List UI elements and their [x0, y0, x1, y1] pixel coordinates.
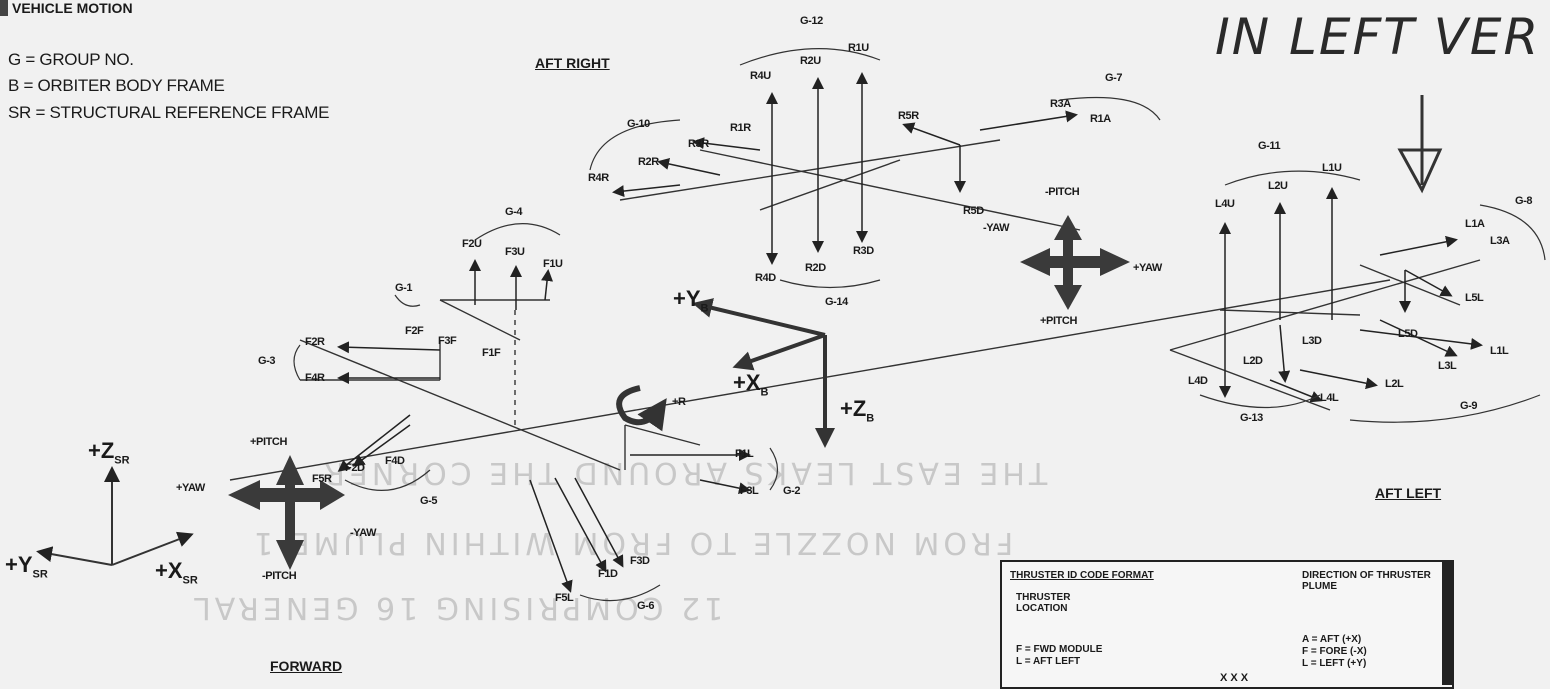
thruster-label: F1F [482, 347, 500, 359]
thruster-label: L2U [1268, 180, 1288, 192]
thruster-label: F1D [598, 568, 618, 580]
axis-xsr: +XSR [155, 558, 198, 586]
label-minus-pitch-fwd: -PITCH [262, 570, 296, 582]
axis-yb: +YB [673, 286, 708, 314]
thruster-label: R5D [963, 205, 984, 217]
legend-marker [0, 0, 8, 16]
thruster-label: F5L [555, 592, 573, 604]
thruster-label: L1U [1322, 162, 1342, 174]
thruster-label: F1L [735, 448, 753, 460]
group-label: G-9 [1460, 400, 1477, 412]
thruster-label: R2R [638, 156, 659, 168]
thruster-label: L3A [1490, 235, 1510, 247]
label-aft-left: AFT LEFT [1375, 485, 1441, 501]
axis-zb: +ZB [840, 396, 874, 424]
label-aft-right: AFT RIGHT [535, 55, 610, 71]
thruster-label: L5L [1465, 292, 1483, 304]
label-minus-pitch-aft: -PITCH [1045, 186, 1079, 198]
thruster-label: L1A [1465, 218, 1485, 230]
thruster-label: F2U [462, 238, 482, 250]
code-box-xxx: X X X [1220, 672, 1248, 684]
group-label: G-3 [258, 355, 275, 367]
group-label: G-2 [783, 485, 800, 497]
code-box-title: THRUSTER ID CODE FORMAT [1010, 570, 1154, 581]
thruster-label: F3D [630, 555, 650, 567]
axis-xb: +XB [733, 370, 768, 398]
code-box-location-line: F = FWD MODULE [1016, 644, 1102, 655]
thruster-label: L4D [1188, 375, 1208, 387]
thruster-label: L1L [1490, 345, 1508, 357]
thruster-label: R4R [588, 172, 609, 184]
group-label: G-11 [1258, 140, 1280, 152]
thruster-label: R2D [805, 262, 826, 274]
legend-b: B = ORBITER BODY FRAME [8, 76, 225, 96]
thruster-label: R1R [730, 122, 751, 134]
thruster-label: L4U [1215, 198, 1235, 210]
thruster-label: F3F [438, 335, 456, 347]
thruster-label: F3L [740, 485, 758, 497]
thruster-code-box: THRUSTER ID CODE FORMAT THRUSTER LOCATIO… [1000, 560, 1454, 689]
thruster-label: R5R [898, 110, 919, 122]
label-plus-yaw-fwd: +YAW [176, 482, 205, 494]
thruster-label: F2F [405, 325, 423, 337]
thruster-label: R3R [688, 138, 709, 150]
thruster-label: L3L [1438, 360, 1456, 372]
group-label: G-8 [1515, 195, 1532, 207]
code-box-location-line: L = AFT LEFT [1016, 656, 1080, 667]
axis-zsr: +ZSR [88, 438, 130, 466]
legend-g: G = GROUP NO. [8, 50, 134, 70]
thruster-label: R1U [848, 42, 869, 54]
group-label: G-4 [505, 206, 522, 218]
group-label: G-12 [800, 15, 823, 27]
group-label: G-13 [1240, 412, 1263, 424]
thruster-label: R4U [750, 70, 771, 82]
thruster-label: L2L [1385, 378, 1403, 390]
label-plus-pitch-fwd: +PITCH [250, 436, 287, 448]
handwritten-note: IN LEFT VER [1215, 8, 1540, 66]
thruster-label: F1U [543, 258, 563, 270]
group-label: G-1 [395, 282, 412, 294]
thruster-label: L3D [1302, 335, 1322, 347]
group-label: G-7 [1105, 72, 1122, 84]
thruster-label: F4D [385, 455, 405, 467]
label-roll: +R [672, 396, 686, 408]
code-box-direction-line: F = FORE (-X) [1302, 646, 1367, 657]
group-label: G-6 [637, 600, 654, 612]
thruster-label: F4R [305, 372, 325, 384]
code-box-direction-line: L = LEFT (+Y) [1302, 658, 1366, 669]
thruster-label: R2U [800, 55, 821, 67]
label-minus-yaw-aft: -YAW [983, 222, 1009, 234]
thruster-label: L2D [1243, 355, 1263, 367]
thruster-label: F3U [505, 246, 525, 258]
group-label: G-10 [627, 118, 650, 130]
thruster-label: R3A [1050, 98, 1071, 110]
label-minus-yaw-fwd: -YAW [350, 527, 376, 539]
thruster-label: L4L [1320, 392, 1338, 404]
thruster-label: F2R [305, 336, 325, 348]
code-box-direction-line: A = AFT (+X) [1302, 634, 1361, 645]
thruster-label: F2D [345, 462, 365, 474]
code-box-direction-label: DIRECTION OF THRUSTER PLUME [1302, 570, 1432, 592]
legend-sr: SR = STRUCTURAL REFERENCE FRAME [8, 103, 329, 123]
label-forward: FORWARD [270, 658, 342, 674]
thruster-label: F5R [312, 473, 332, 485]
axis-ysr: +YSR [5, 552, 48, 580]
group-label: G-5 [420, 495, 437, 507]
code-box-location-label: THRUSTER LOCATION [1016, 592, 1116, 614]
group-label: G-14 [825, 296, 848, 308]
code-box-bar [1442, 560, 1452, 685]
label-plus-pitch-aft: +PITCH [1040, 315, 1077, 327]
thruster-label: L5D [1398, 328, 1418, 340]
thruster-label: R3D [853, 245, 874, 257]
label-plus-yaw-aft: +YAW [1133, 262, 1162, 274]
legend-heading: VEHICLE MOTION [12, 0, 133, 16]
thruster-label: R1A [1090, 113, 1111, 125]
thruster-label: R4D [755, 272, 776, 284]
